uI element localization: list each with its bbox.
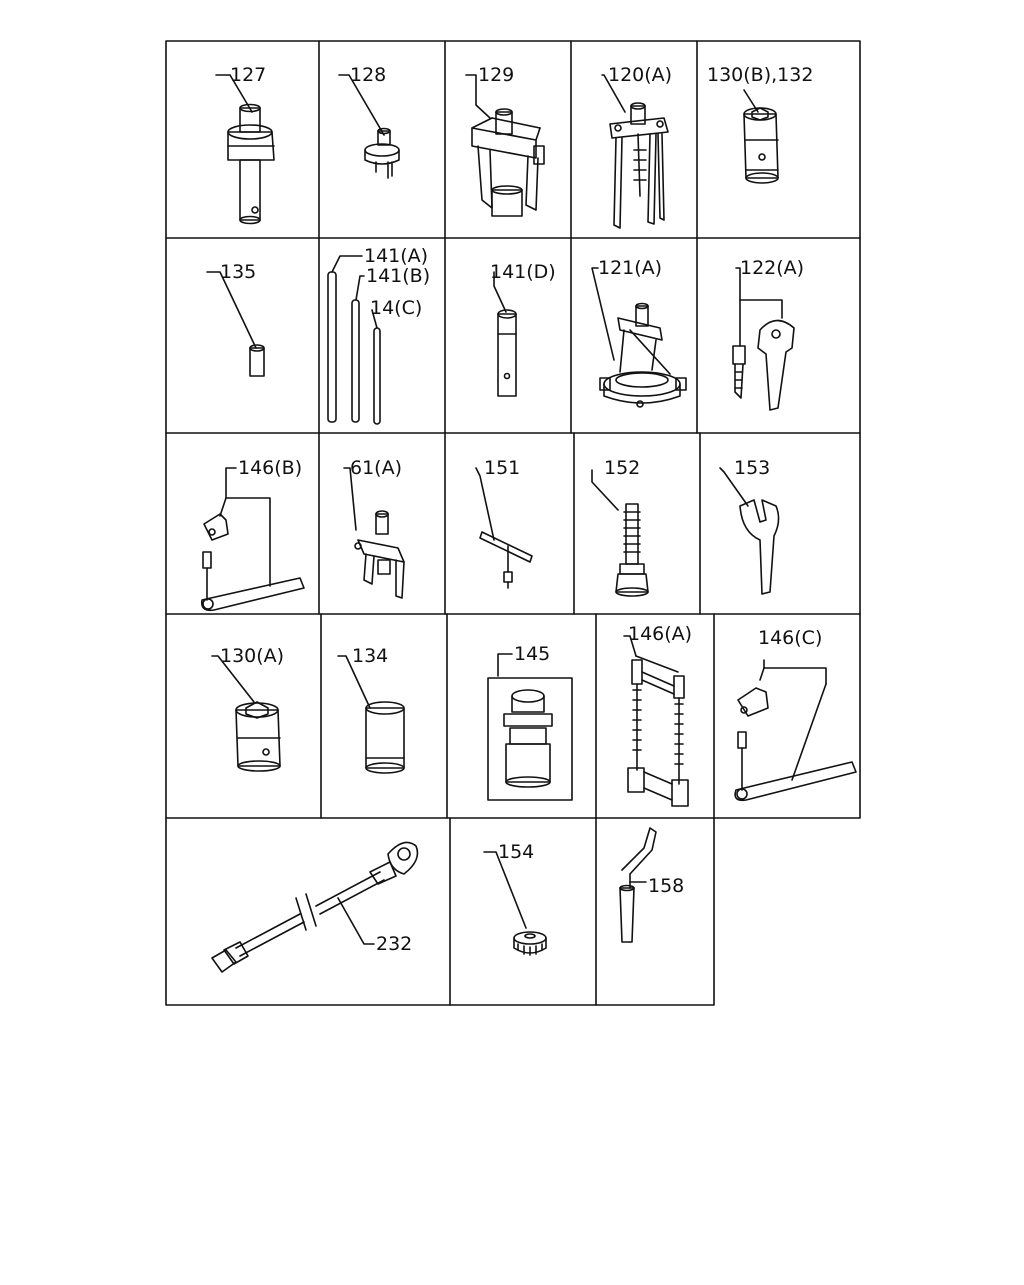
tool-154-drawing: [483, 851, 547, 956]
tool-232-drawing: [211, 841, 419, 973]
label-135: 135: [220, 261, 256, 283]
label-146a: 146(A): [628, 623, 692, 645]
tool-122a-drawing: [732, 267, 795, 411]
label-130a: 130(A): [220, 645, 284, 667]
tool-134-drawing: [337, 655, 405, 774]
tool-145-drawing: [487, 653, 573, 801]
tool-146a-drawing: [623, 635, 689, 807]
label-141b: 141(B): [366, 265, 430, 287]
label-121a: 121(A): [598, 257, 662, 279]
label-146b: 146(B): [238, 457, 302, 479]
label-145: 145: [514, 643, 550, 665]
label-130b-132: 130(B),132: [707, 64, 813, 86]
tool-120a-drawing: [601, 74, 669, 229]
label-151: 151: [484, 457, 520, 479]
tool-130b-132-drawing: [743, 89, 779, 184]
tool-146b-drawing: [200, 467, 305, 612]
grid-lines: [165, 40, 861, 1006]
label-128: 128: [350, 64, 386, 86]
label-129: 129: [478, 64, 514, 86]
label-146c: 146(C): [758, 627, 822, 649]
part-labels: 127 128 129 120(A) 130(B),132 135 141(A)…: [220, 64, 822, 955]
label-141d: 141(D): [490, 261, 556, 283]
tool-141d-drawing: [493, 271, 517, 397]
tool-128-drawing: [338, 74, 400, 179]
label-141c: 14(C): [370, 297, 422, 319]
tool-61a-drawing: [343, 467, 405, 599]
label-134: 134: [352, 645, 388, 667]
tool-130a-drawing: [211, 655, 281, 772]
label-158: 158: [648, 875, 684, 897]
label-154: 154: [498, 841, 534, 863]
tool-141abc-drawing: [327, 255, 381, 425]
tool-135-drawing: [206, 271, 265, 377]
label-122a: 122(A): [740, 257, 804, 279]
tool-146c-drawing: [734, 659, 857, 802]
label-152: 152: [604, 457, 640, 479]
tool-152-drawing: [591, 469, 649, 597]
label-232: 232: [376, 933, 412, 955]
label-127: 127: [230, 64, 266, 86]
tool-129-drawing: [465, 74, 545, 217]
label-153: 153: [734, 457, 770, 479]
tool-153-drawing: [719, 467, 780, 595]
tool-151-drawing: [475, 467, 533, 589]
label-120a: 120(A): [608, 64, 672, 86]
tool-121a-drawing: [591, 267, 687, 408]
label-141a: 141(A): [364, 245, 428, 267]
tool-158-drawing: [619, 827, 657, 943]
label-61a: 61(A): [350, 457, 402, 479]
tool-127-drawing: [215, 74, 275, 225]
